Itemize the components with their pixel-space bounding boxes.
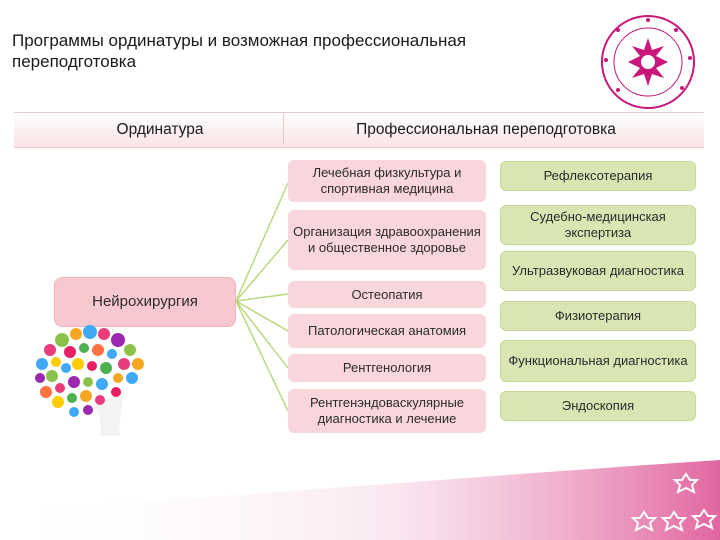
retraining-item: Патологическая анатомия [288,314,486,348]
retraining-item: Остеопатия [288,281,486,308]
column-header-residency: Ординатура [116,121,204,138]
page-title: Программы ординатуры и возможная професс… [12,31,467,71]
retraining-item: Рентгенэндоваскулярные диагностика и леч… [288,389,486,433]
header-divider [283,114,284,144]
residency-neurosurgery: Нейрохирургия [54,277,236,327]
retraining-item: Организация здравоохранения и общественн… [288,210,486,270]
ministry-logo-icon [601,15,695,109]
retraining-item: Функциональная диагностика [500,340,696,382]
column-header-retraining: Профессиональная переподготовка [356,121,616,138]
retraining-item: Эндоскопия [500,391,696,421]
retraining-item: Физиотерапия [500,301,696,331]
retraining-item: Судебно-медицинская экспертиза [500,205,696,245]
brain-illustration [35,325,144,436]
star-decoration-icon [0,460,720,540]
retraining-item: Рефлексотерапия [500,161,696,191]
table-header-band [14,112,704,148]
retraining-item: Рентгенология [288,354,486,382]
retraining-item: Ультразвуковая диагностика [500,251,696,291]
retraining-item: Лечебная физкультура и спортивная медици… [288,160,486,202]
